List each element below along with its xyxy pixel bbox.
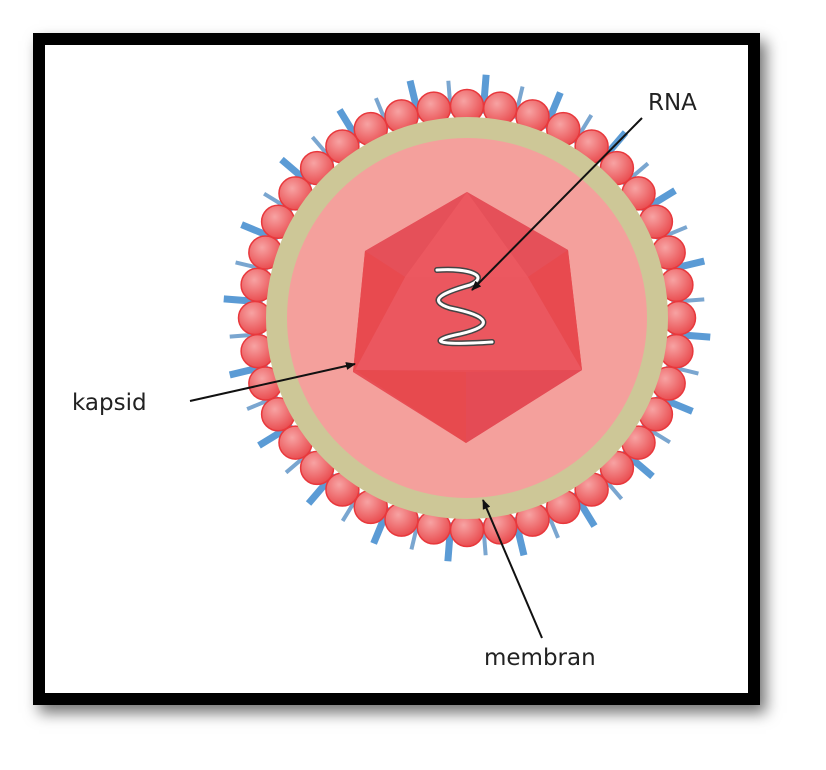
rna-arrow	[471, 117, 643, 291]
capsid-label: kapsid	[72, 390, 147, 416]
membrane-label: membran	[484, 645, 596, 671]
membrane-arrow	[482, 499, 543, 639]
rna-label: RNA	[648, 90, 697, 116]
capsid	[353, 192, 582, 443]
capsid-arrow	[189, 362, 356, 402]
